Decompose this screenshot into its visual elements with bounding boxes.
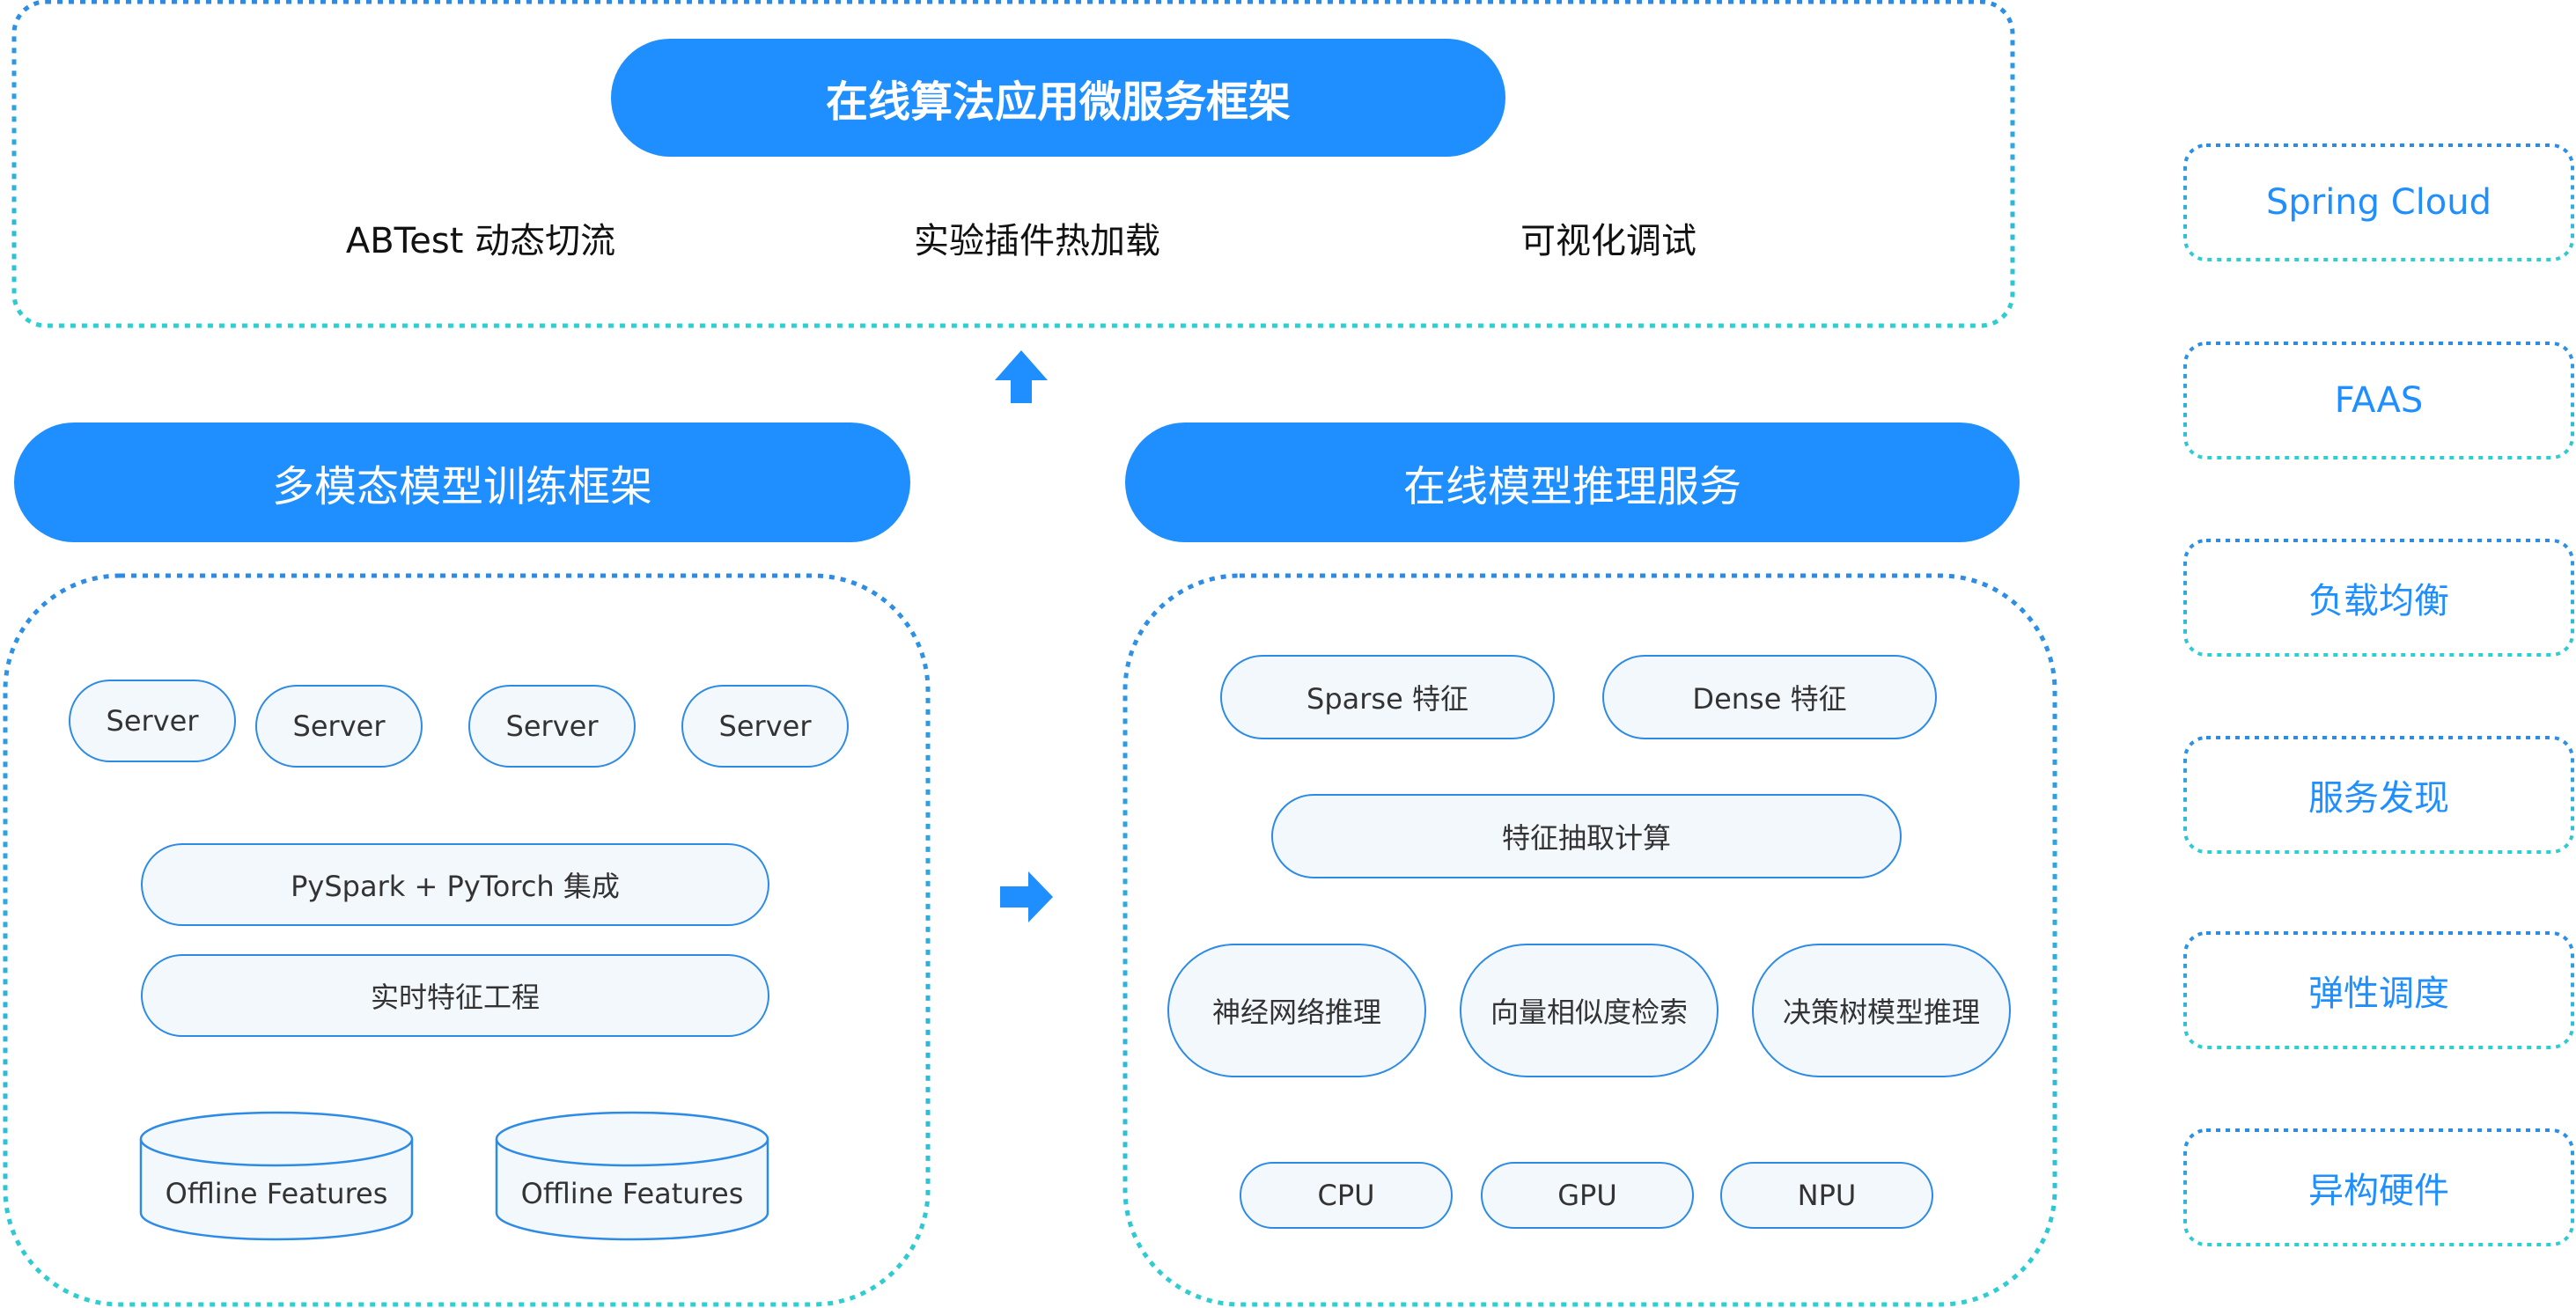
storage-label-1: Offline Features: [165, 1177, 388, 1210]
top-framework-title: 在线算法应用微服务框架: [611, 39, 1505, 157]
pyspark-pytorch-block: PySpark + PyTorch 集成: [141, 843, 769, 926]
side-service-discovery: 服务发现: [2308, 778, 2449, 819]
npu-block: NPU: [1720, 1162, 1933, 1229]
side-heterogeneous-hw: 异构硬件: [2308, 1171, 2449, 1211]
server-node-3: Server: [468, 685, 636, 768]
sparse-feature-block: Sparse 特征: [1220, 655, 1555, 739]
top-container: [11, 0, 2015, 328]
storage-cylinder-2: [495, 1111, 769, 1241]
side-spring-cloud: Spring Cloud: [2265, 182, 2492, 223]
inference-container: [1122, 573, 2057, 1307]
side-elastic-scheduling: 弹性调度: [2308, 974, 2449, 1014]
server-node-4: Server: [681, 685, 849, 768]
dense-feature-block: Dense 特征: [1602, 655, 1937, 739]
arrow-right-icon: [1000, 871, 1053, 922]
arrow-up-icon: [995, 350, 1048, 403]
server-node-2: Server: [255, 685, 423, 768]
side-load-balancing: 负载均衡: [2308, 581, 2449, 621]
tree-inference-block: 决策树模型推理: [1752, 944, 2011, 1077]
server-node-1: Server: [69, 680, 236, 762]
feature-abtest: ABTest 动态切流: [345, 221, 616, 261]
feature-extract-block: 特征抽取计算: [1271, 794, 1902, 878]
realtime-feature-block: 实时特征工程: [141, 954, 769, 1037]
storage-cylinder-1: [139, 1111, 414, 1241]
feature-visual-debug: 可视化调试: [1520, 221, 1696, 261]
gpu-block: GPU: [1481, 1162, 1694, 1229]
feature-hot-reload: 实验插件热加载: [914, 221, 1160, 261]
training-framework-title: 多模态模型训练框架: [14, 423, 910, 542]
cpu-block: CPU: [1240, 1162, 1453, 1229]
side-faas: FAAS: [2334, 380, 2424, 421]
inference-service-title: 在线模型推理服务: [1125, 423, 2020, 542]
nn-inference-block: 神经网络推理: [1167, 944, 1426, 1077]
vector-search-block: 向量相似度检索: [1460, 944, 1719, 1077]
storage-label-2: Offline Features: [520, 1177, 744, 1210]
training-container: [3, 573, 931, 1307]
